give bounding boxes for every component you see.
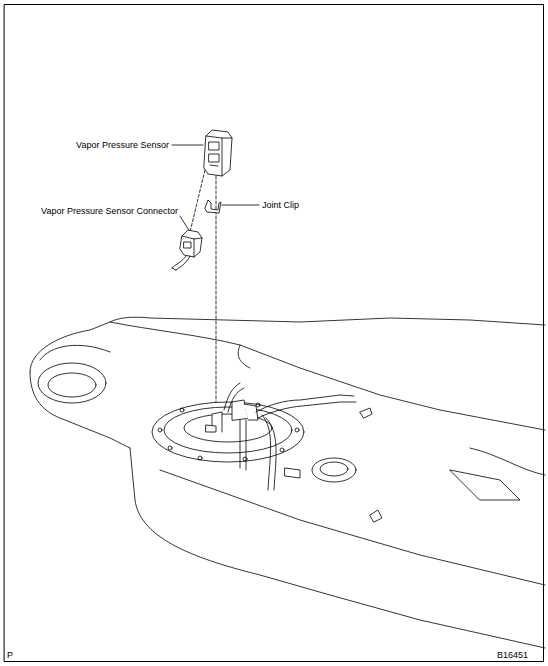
leader-line [180,216,190,232]
joint-clip [205,200,221,213]
vapor-pressure-sensor [204,130,232,176]
part-label: Vapor Pressure Sensor [75,140,170,151]
assembly-line [216,176,217,432]
figure-code: B16451 [496,650,529,661]
part-label: Vapor Pressure Sensor Connector [40,206,179,217]
sensor-connector [172,230,202,270]
page-mark: P [6,650,14,661]
assembly-line [190,170,205,232]
fuel-tank [30,317,545,648]
part-label: Joint Clip [261,200,300,211]
leader-line [172,145,203,146]
frame [5,5,544,662]
leader-line [222,205,259,206]
